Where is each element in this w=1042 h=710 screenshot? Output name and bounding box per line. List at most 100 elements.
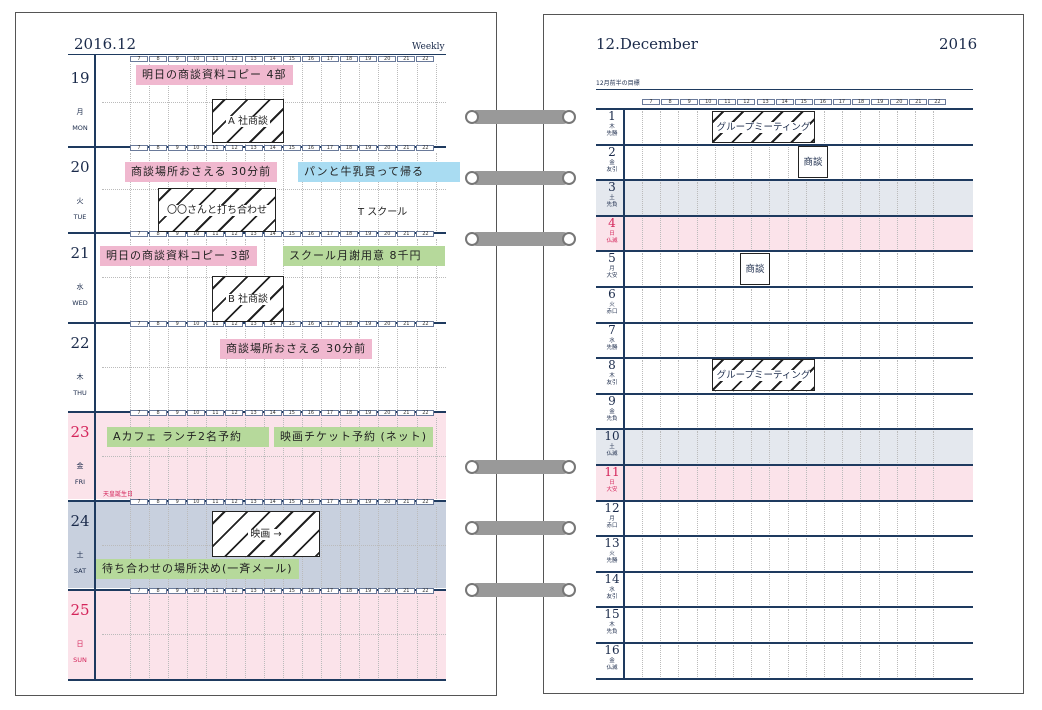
hour-dot-line	[824, 217, 825, 250]
hour-dot-line	[751, 573, 753, 606]
hour-dot-line	[187, 329, 189, 410]
hour-dot-line	[301, 153, 303, 231]
row-background	[596, 181, 973, 215]
hour-dot-line	[878, 645, 880, 677]
right-month: 12.December	[596, 35, 698, 53]
hour-cell: 8	[149, 410, 168, 416]
hour-dot-line	[860, 395, 862, 428]
hour-dot-line	[660, 645, 662, 677]
hour-dot-line	[915, 609, 916, 641]
hour-dot-line	[751, 289, 753, 321]
hour-dot-line	[378, 329, 380, 410]
hour-dot-line	[733, 289, 734, 321]
hour-dot-line	[225, 596, 227, 678]
hour-cell: 22	[928, 99, 947, 105]
hour-dot-line	[787, 431, 789, 463]
hour-dot-line	[805, 289, 807, 321]
hour-dot-line	[860, 111, 862, 143]
row-background	[596, 466, 973, 500]
hour-dot-line	[168, 64, 170, 145]
hour-dot-line	[787, 645, 789, 677]
hour-cell: 21	[909, 99, 928, 105]
hour-cell: 8	[149, 145, 168, 151]
ring-hole-left	[465, 521, 479, 535]
hour-dot-line	[282, 418, 284, 499]
hour-dot-line	[225, 329, 227, 410]
hour-cell: 7	[130, 145, 148, 151]
hour-cell: 18	[340, 588, 359, 594]
hour-dot-line	[416, 239, 418, 321]
hour-dot-line	[168, 239, 170, 321]
day-separator	[68, 679, 446, 681]
hour-dot-line	[878, 217, 880, 250]
hour-dot-line	[842, 217, 844, 250]
hour-dot-line	[896, 502, 898, 535]
hour-dot-line	[263, 329, 265, 410]
row-rokuyo: 先勝	[606, 558, 618, 565]
hour-dot-line	[435, 596, 437, 678]
hour-dot-line	[149, 596, 151, 678]
hour-dot-line	[714, 538, 716, 570]
hour-dot-line	[696, 360, 698, 392]
hour-dot-line	[751, 395, 753, 428]
hour-dot-line	[187, 418, 189, 499]
hour-dot-line	[714, 645, 716, 677]
mon-todo: 明日の商談資料コピー 4部	[136, 65, 293, 85]
row-rokuyo: 大安	[606, 273, 618, 280]
hour-dot-line	[130, 596, 131, 678]
hour-dot-line	[896, 182, 898, 214]
sunday-background	[68, 591, 446, 679]
ring-bar	[470, 110, 570, 124]
hour-cell: 7	[130, 231, 148, 237]
hour-dot-line	[642, 217, 643, 250]
hour-dot-line	[225, 418, 227, 499]
hour-cell: 16	[301, 231, 320, 237]
hour-dot-line	[933, 360, 935, 392]
hour-dot-line	[696, 182, 698, 214]
hour-dot-line	[714, 146, 716, 179]
row-separator	[596, 606, 973, 609]
hour-cell: 19	[359, 145, 378, 151]
hour-cell: 19	[359, 231, 378, 237]
hour-dot-line	[915, 289, 916, 321]
hour-dot-line	[678, 502, 680, 535]
hour-dot-line	[896, 645, 898, 677]
hour-dot-line	[733, 217, 734, 250]
hour-cell: 13	[244, 145, 263, 151]
row-rokuyo: 仏滅	[606, 665, 618, 671]
row-weekday: 日	[609, 230, 615, 237]
hour-dot-line	[933, 217, 935, 250]
hour-cell: 12	[225, 588, 244, 594]
hour-dot-line	[660, 182, 662, 214]
hour-dot-line	[805, 182, 807, 214]
hour-dot-line	[678, 609, 680, 641]
hour-dot-line	[130, 418, 131, 499]
hour-dot-line	[642, 360, 643, 392]
ring-bar	[470, 171, 570, 185]
hour-dot-line	[714, 609, 716, 641]
hour-dot-line	[787, 609, 789, 641]
hour-dot-line	[435, 239, 437, 321]
hour-dot-line	[187, 239, 189, 321]
d8-meeting-label: グループミーティング	[716, 370, 811, 381]
hour-cell: 10	[187, 499, 206, 505]
hour-cell: 12	[225, 145, 244, 151]
hour-dot-line	[824, 395, 825, 428]
hour-dot-line	[660, 395, 662, 428]
sat-movie-label: 映画 →	[248, 529, 284, 540]
hour-cell: 11	[718, 99, 737, 105]
ring-bar	[470, 232, 570, 246]
hour-dot-line	[397, 64, 399, 145]
hour-dot-line	[435, 153, 437, 231]
hour-cell: 9	[168, 145, 187, 151]
hour-dot-line	[933, 182, 935, 214]
holiday-note: 天皇誕生日	[103, 491, 134, 498]
hour-dot-line	[733, 573, 734, 606]
row-weekday: 火	[609, 551, 615, 558]
hour-dot-line	[378, 418, 380, 499]
hour-dot-line	[787, 502, 789, 535]
hour-dot-line	[696, 573, 698, 606]
hour-dot-line	[751, 609, 753, 641]
